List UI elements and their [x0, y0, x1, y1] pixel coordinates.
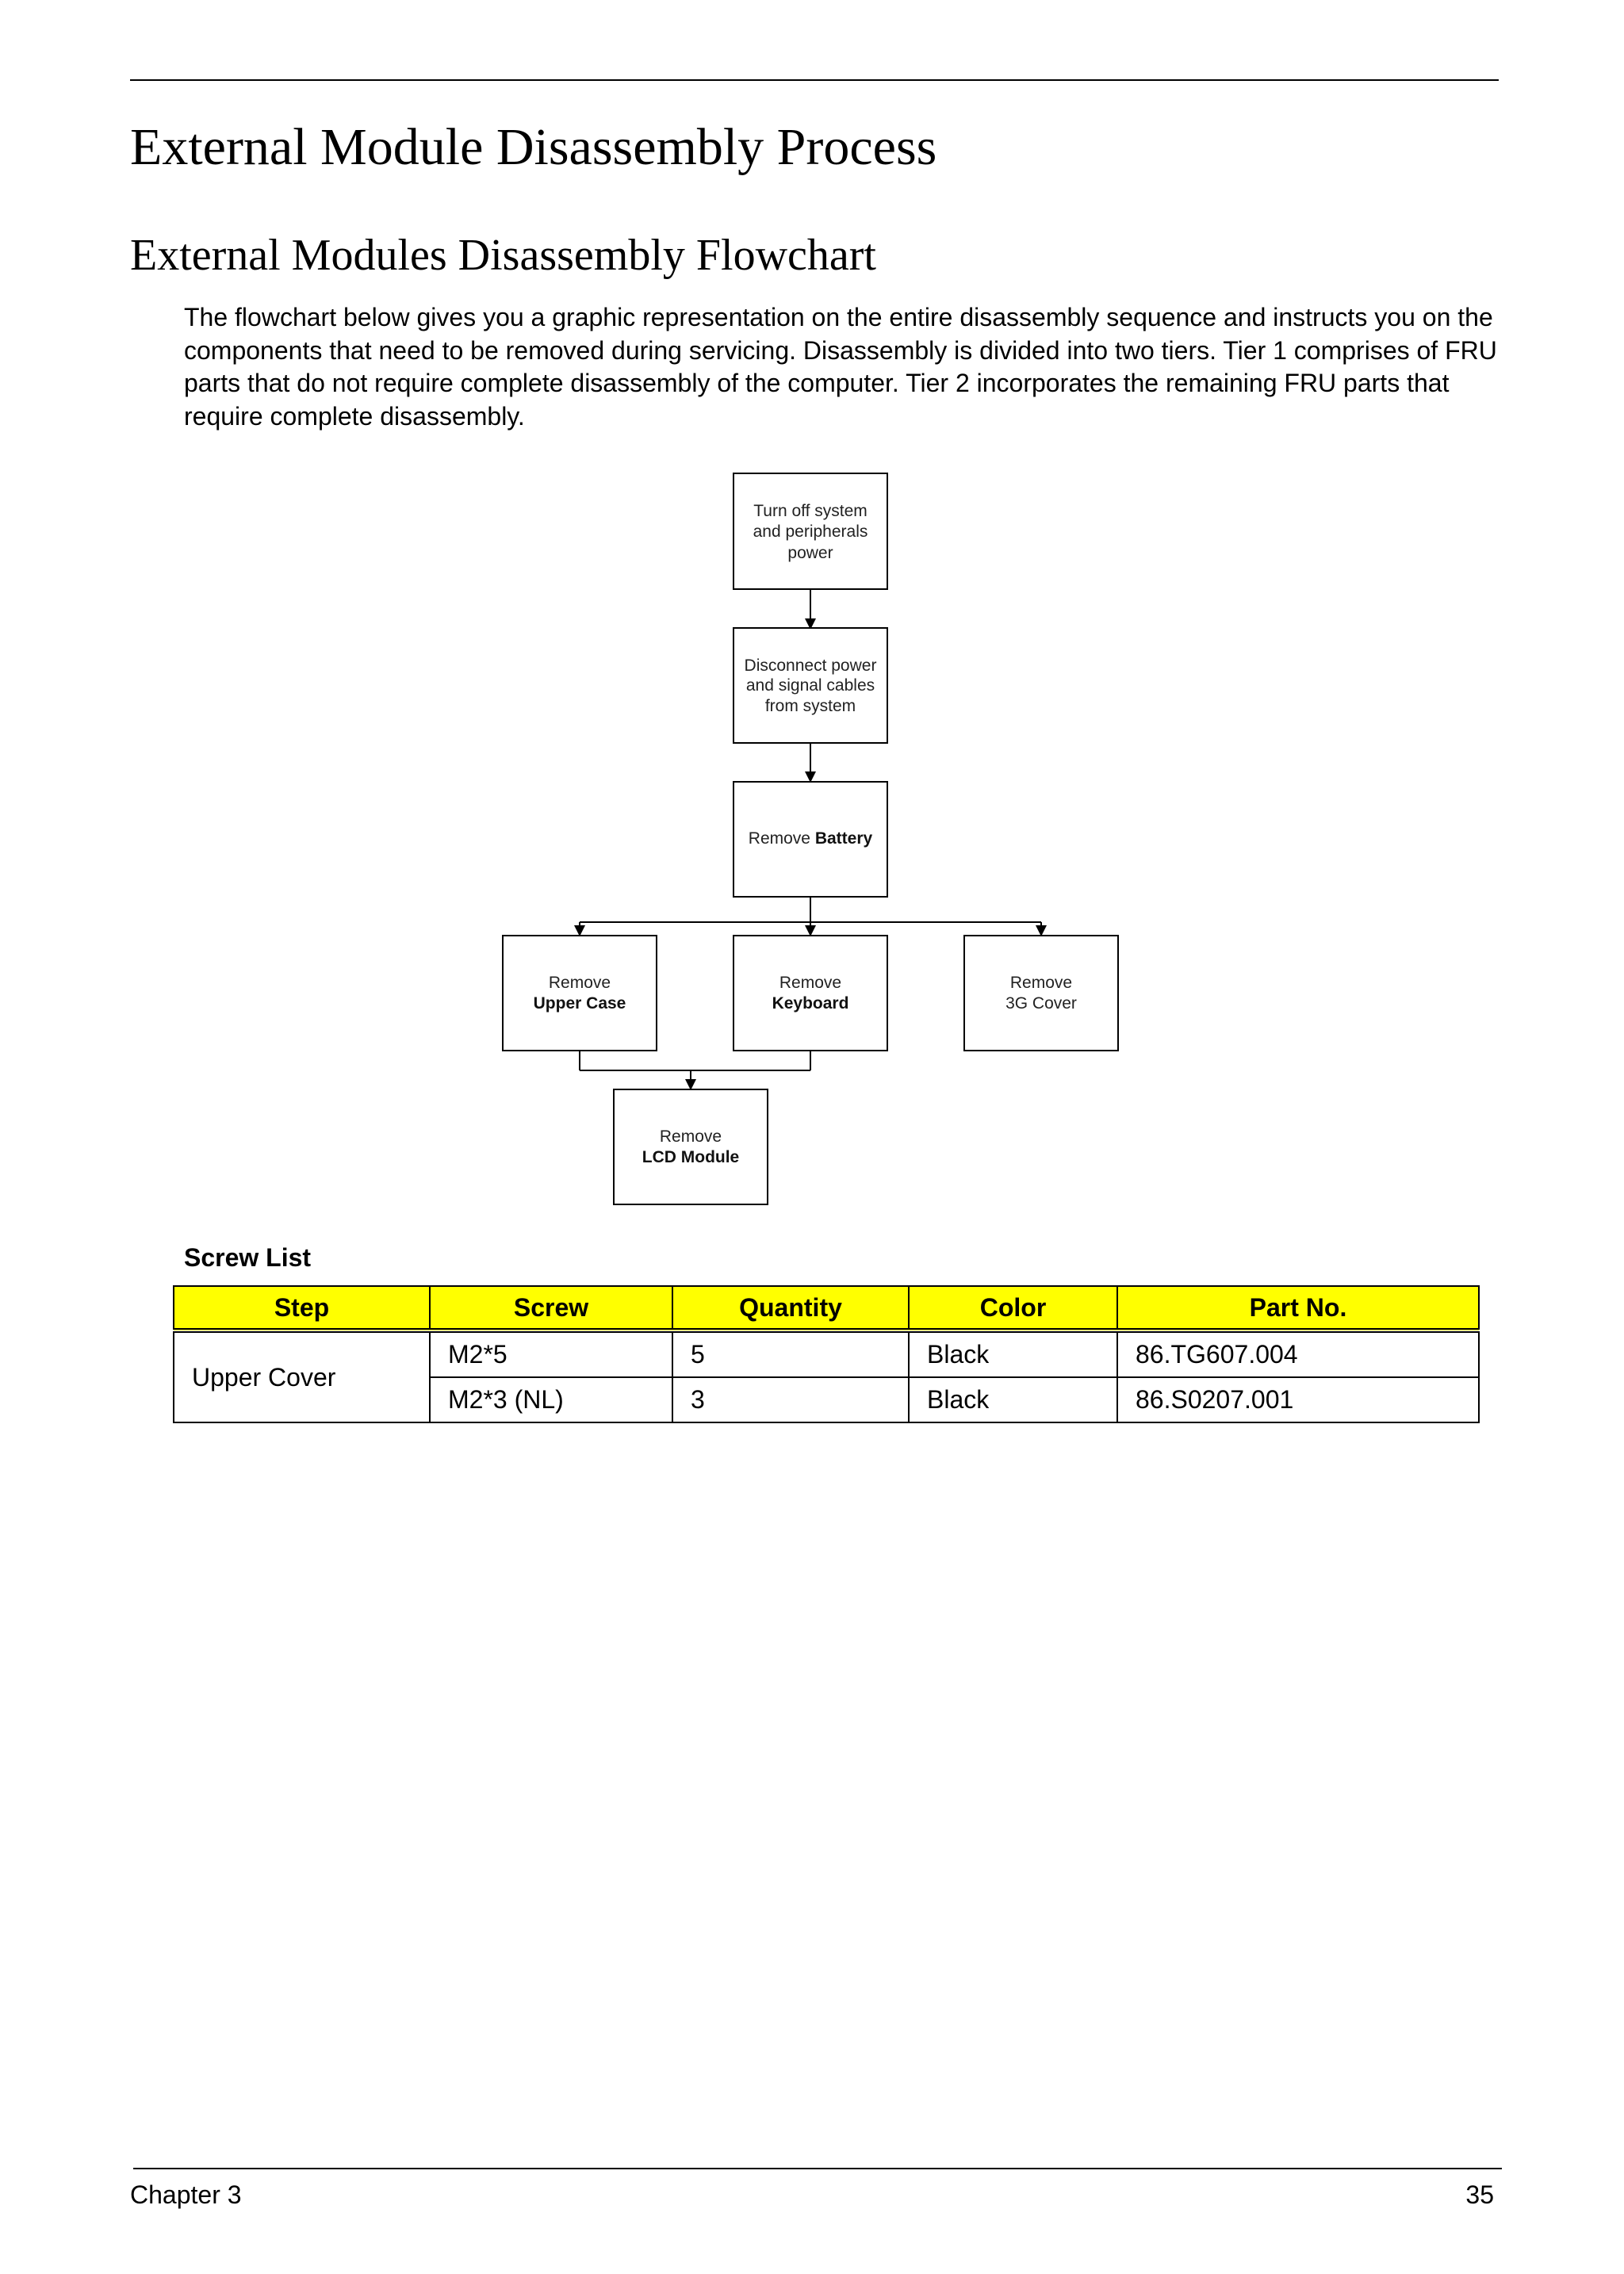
screw-table: Step Screw Quantity Color Part No. Upper… — [173, 1285, 1480, 1423]
flow-step-remove-lcd-module: Remove LCD Module — [613, 1089, 768, 1205]
footer-chapter: Chapter 3 — [130, 2180, 242, 2209]
flow-step-text: Turn off system — [753, 502, 868, 520]
flow-step-remove-3g-cover: Remove 3G Cover — [963, 935, 1119, 1051]
table-row: M2*3 (NL) 3 Black 86.S0207.001 — [174, 1376, 1480, 1423]
top-rule — [130, 79, 1499, 81]
flow-step-text-bold: Upper Case — [534, 994, 626, 1013]
table-header-row: Step Screw Quantity Color Part No. — [173, 1285, 1480, 1333]
column-header-color: Color — [908, 1285, 1118, 1333]
flow-step-remove-battery: Remove Battery — [733, 781, 888, 898]
quantity-cell: 5 — [672, 1330, 910, 1378]
flow-step-remove-upper-case: Remove Upper Case — [502, 935, 657, 1051]
flow-step-text: Remove — [660, 1127, 722, 1146]
flow-step-text: Remove — [1010, 974, 1072, 992]
table-row: Upper Cover M2*5 5 Black 86.TG607.004 — [173, 1330, 1480, 1423]
screw-list-heading: Screw List — [184, 1243, 312, 1272]
svg-text:Remove Battery: Remove Battery — [749, 829, 873, 848]
flow-step-text: Remove — [549, 974, 611, 992]
screw-cell: M2*5 — [429, 1330, 673, 1378]
flow-step-remove-keyboard: Remove Keyboard — [733, 935, 888, 1051]
column-header-quantity: Quantity — [672, 1285, 910, 1333]
flow-step-text: and signal cables — [746, 676, 875, 695]
step-cell: Upper Cover — [173, 1330, 431, 1423]
flow-step-text: from system — [765, 697, 856, 715]
flowchart-connectors — [574, 590, 1047, 1090]
column-header-part-no: Part No. — [1116, 1285, 1480, 1333]
flow-step-text: and peripherals — [753, 523, 868, 541]
flow-step-disconnect: Disconnect power and signal cables from … — [733, 627, 888, 744]
part-no-cell: 86.TG607.004 — [1116, 1330, 1480, 1378]
color-cell: Black — [908, 1330, 1118, 1378]
flow-step-text: Remove — [749, 829, 810, 848]
flow-step-text: Disconnect power — [745, 657, 877, 675]
intro-paragraph: The flowchart below gives you a graphic … — [184, 303, 1497, 431]
flow-step-text-bold: Battery — [815, 829, 873, 848]
flow-step-text: 3G Cover — [1005, 994, 1077, 1013]
screw-cell: M2*3 (NL) — [429, 1376, 673, 1423]
column-header-screw: Screw — [429, 1285, 673, 1333]
flow-step-text: power — [787, 544, 833, 562]
bottom-rule — [133, 2168, 1502, 2169]
column-header-step: Step — [173, 1285, 431, 1333]
flow-step-text-bold: LCD Module — [642, 1148, 739, 1166]
quantity-cell: 3 — [672, 1376, 910, 1423]
page-title: External Module Disassembly Process — [130, 118, 937, 176]
section-title: External Modules Disassembly Flowchart — [130, 231, 876, 280]
flow-step-turn-off: Turn off system and peripherals power — [733, 473, 888, 590]
part-no-cell: 86.S0207.001 — [1116, 1376, 1480, 1423]
footer-page-number: 35 — [1465, 2180, 1494, 2209]
disassembly-flowchart: Turn off system and peripherals power Di… — [502, 473, 1119, 1205]
flow-step-text-bold: Keyboard — [772, 994, 849, 1013]
flow-step-text: Remove — [779, 974, 841, 992]
color-cell: Black — [908, 1376, 1118, 1423]
